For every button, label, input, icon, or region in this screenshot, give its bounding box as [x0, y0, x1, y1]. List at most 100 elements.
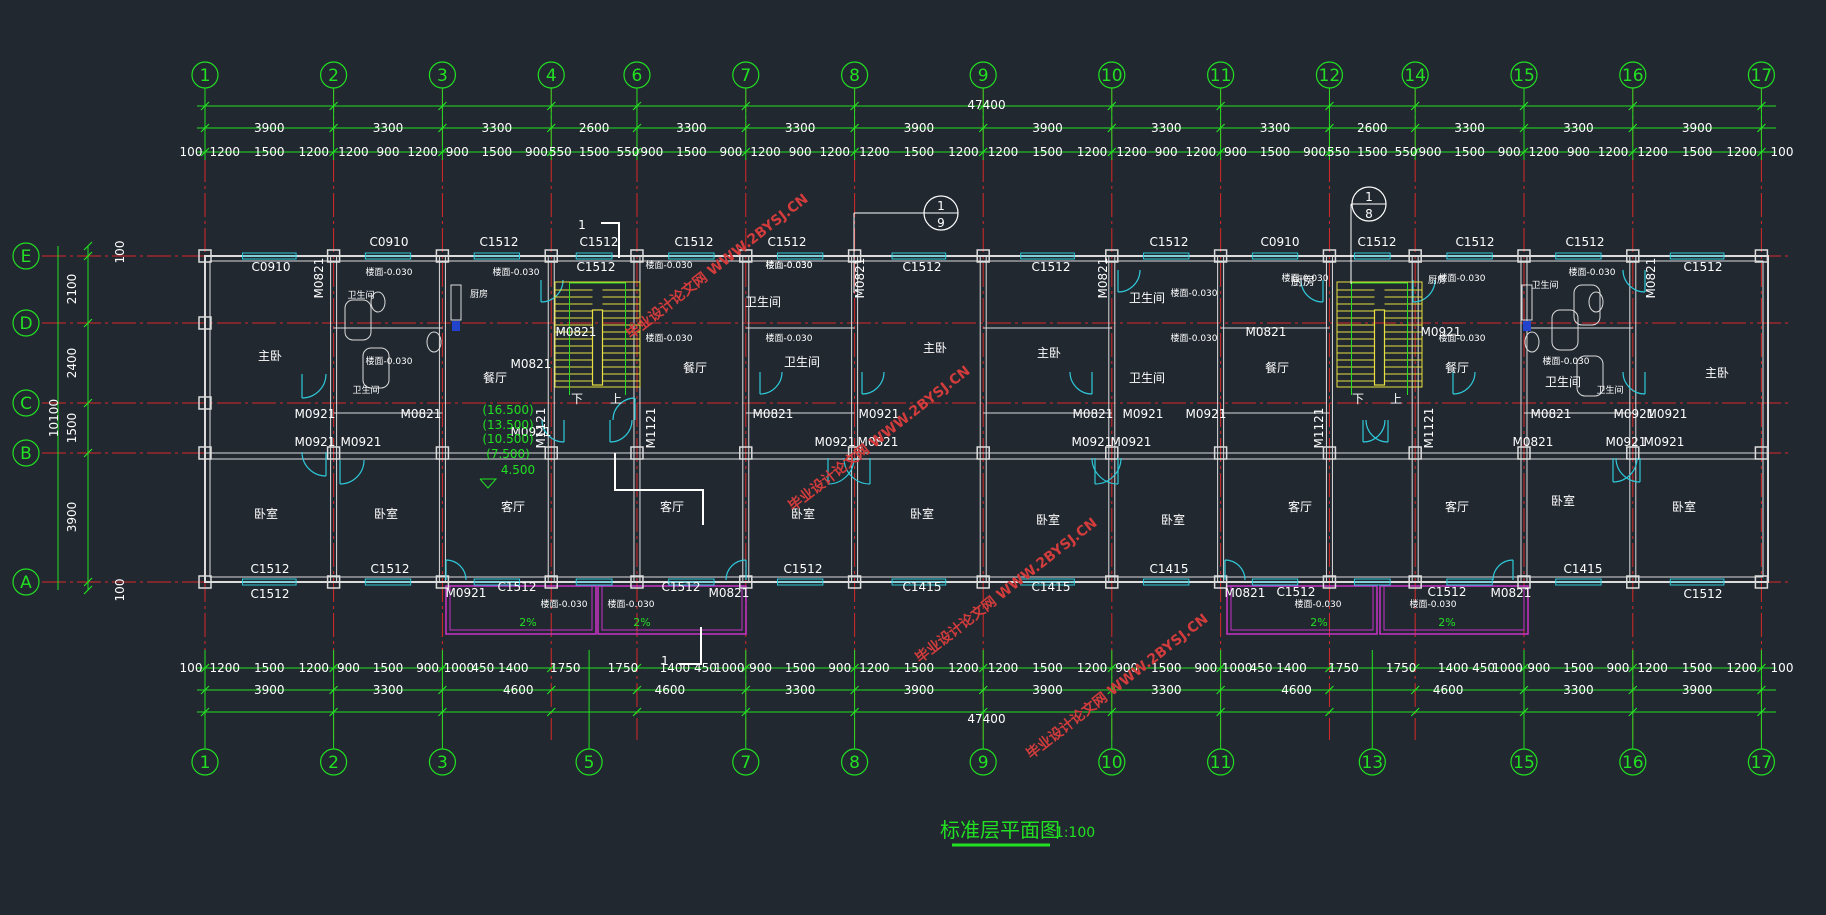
- grid-bubble-bottom-circle: [320, 748, 348, 776]
- floor-level-tag: 楼面-0.030: [1170, 287, 1217, 299]
- dimension-tick: [546, 685, 556, 695]
- detail-dimension-bottom: 1500: [785, 661, 816, 675]
- grid-bubble-row-circle: [12, 568, 40, 596]
- column: [1754, 249, 1769, 263]
- detail-dimension-bottom: 900: [1194, 661, 1217, 675]
- door-tag: M0921: [295, 407, 336, 421]
- floor-level-tag: 楼面-0.030: [1568, 266, 1615, 278]
- detail-dimension-top: 1200: [1598, 145, 1629, 159]
- room-label: 餐厅: [683, 360, 707, 375]
- detail-dimension-top: 100: [180, 145, 203, 159]
- grid-bubble-top: 6: [632, 66, 643, 86]
- column: [976, 446, 990, 460]
- door-tag: M0921: [446, 586, 487, 600]
- grid-bubble-bottom-circle: [841, 748, 869, 776]
- grid-bubble-row: A: [20, 573, 32, 593]
- depth-dimension: 100: [113, 579, 127, 602]
- elevation-mark: (16.500): [482, 403, 533, 417]
- column: [1408, 575, 1422, 589]
- overall-width-top: 47400: [967, 98, 1005, 112]
- window-tag: C1512: [662, 580, 701, 594]
- balcony-rail: [1230, 585, 1374, 631]
- door-tag: M0821: [401, 407, 442, 421]
- fixtures: [344, 284, 1604, 397]
- dimension-tick-left: [83, 318, 93, 328]
- grid-bubble-top-circle: [320, 61, 348, 89]
- detail-dimension-bottom: 900: [749, 661, 772, 675]
- detail-dimension-bottom: 1400: [1438, 661, 1469, 675]
- detail-dimension-top: 1200: [1077, 145, 1108, 159]
- floor-level-tag: 楼面-0.030: [1294, 598, 1341, 610]
- detail-dimension-top: 900: [640, 145, 663, 159]
- elevation-mark: 4.500: [501, 463, 535, 477]
- detail-dimension-bottom: 900: [1607, 661, 1630, 675]
- grid-bubble-row-circle: [12, 242, 40, 270]
- detail-ref-sheet: 9: [937, 216, 945, 230]
- dimension-tick: [546, 663, 556, 673]
- window-tag: C1512: [1032, 260, 1071, 274]
- balcony-rail: [601, 585, 743, 631]
- bay-dimension-top: 3900: [904, 121, 935, 135]
- detail-dimension-bottom: 1500: [1032, 661, 1063, 675]
- window-tag: C0910: [1261, 235, 1300, 249]
- grid-bubble-bottom-circle: [1747, 748, 1776, 776]
- room-label: 卧室: [791, 506, 815, 521]
- detail-dimension-bottom: 450: [1472, 661, 1495, 675]
- grid-bubble-top-circle: [1207, 61, 1235, 89]
- window-tag: C0910: [370, 235, 409, 249]
- column: [198, 316, 212, 330]
- detail-dimension-bottom: 1000: [444, 661, 475, 675]
- dimension-tick-left: [83, 585, 93, 595]
- detail-dimension-bottom: 900: [1115, 661, 1138, 675]
- detail-dimension-top: 100: [1771, 145, 1794, 159]
- door-swing-arc: [1615, 457, 1641, 483]
- room-label: 主卧: [1705, 366, 1729, 380]
- grid-bubble-bottom-circle: [191, 748, 219, 776]
- door-tag: M0921: [815, 435, 856, 449]
- column: [198, 249, 212, 263]
- balcony-rail: [449, 585, 593, 631]
- stair-outline: [554, 281, 641, 388]
- column: [1322, 446, 1337, 460]
- grid-bubble-top-circle: [1619, 61, 1647, 89]
- grid-bubble-bottom: 13: [1361, 753, 1383, 773]
- door-tag: M0821: [709, 586, 750, 600]
- detail-dimension-bottom: 1200: [988, 661, 1019, 675]
- detail-dimension-top: 550: [549, 145, 572, 159]
- grid-bubble-bottom: 3: [437, 753, 448, 773]
- detail-dimension-top: 1200: [299, 145, 330, 159]
- dimension-tick: [1325, 685, 1334, 695]
- column: [544, 575, 558, 589]
- column: [1322, 575, 1337, 589]
- bathtub: [344, 299, 372, 341]
- door-tag: M0821: [1246, 325, 1287, 339]
- detail-dimension-top: 900: [789, 145, 812, 159]
- window-tag: C1415: [1150, 562, 1189, 576]
- bay-dimension-top: 2600: [1357, 121, 1388, 135]
- door-tag: M1121: [1312, 408, 1326, 449]
- column: [630, 446, 644, 460]
- floor-level-tag: 楼面-0.030: [1438, 332, 1485, 344]
- small-room-label: 卫生间: [1596, 384, 1623, 396]
- room-label: 餐厅: [1445, 360, 1469, 375]
- detail-dimension-top: 1200: [948, 145, 979, 159]
- grid-bubble-top: 9: [978, 66, 989, 86]
- section-mark-number: 1: [661, 654, 669, 668]
- door-swing-arc: [609, 419, 633, 443]
- door-swing-arc: [301, 373, 327, 399]
- column: [198, 575, 212, 589]
- detail-dimension-top: 1200: [407, 145, 438, 159]
- grid-bubble-bottom: 10: [1101, 753, 1123, 773]
- grid-bubble-top: 11: [1210, 66, 1232, 86]
- room-label: 主卧: [258, 349, 282, 363]
- room-label: 客厅: [501, 499, 525, 514]
- small-room-label: 卫生间: [347, 289, 374, 301]
- detail-dimension-top: 1200: [338, 145, 369, 159]
- dimension-tick: [1410, 707, 1420, 717]
- window-tag: C1512: [251, 562, 290, 576]
- column: [1213, 249, 1228, 263]
- stair-direction-label: 上: [1390, 392, 1402, 406]
- toilet: [1524, 331, 1540, 353]
- window-tag: C1512: [580, 235, 619, 249]
